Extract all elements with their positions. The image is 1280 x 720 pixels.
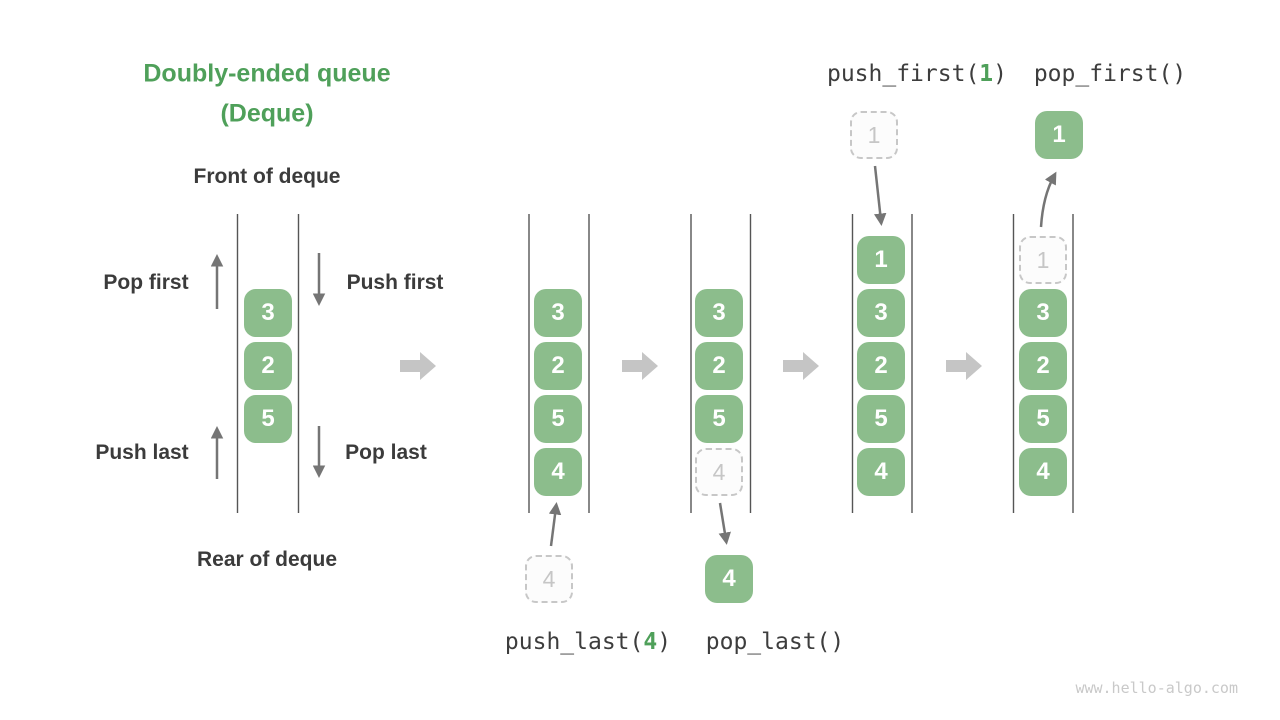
deque-item: 4 [1019, 448, 1067, 496]
deque-item: 2 [244, 342, 292, 390]
pop-last-remove-arrow-icon [718, 502, 731, 545]
deque-item: 5 [1019, 395, 1067, 443]
pop-first-label: Pop first [103, 271, 189, 294]
deque-item-ghost-incoming: 4 [525, 555, 573, 603]
push-first-code-label: push_first(1) [827, 61, 1007, 87]
deque-item: 3 [1019, 289, 1067, 337]
deque-item: 3 [534, 289, 582, 337]
deque-item: 3 [695, 289, 743, 337]
deque-item: 2 [695, 342, 743, 390]
code-prefix: push_first( [826, 61, 980, 87]
code-arg: 1 [979, 61, 994, 87]
code-prefix: pop_first( [1033, 61, 1173, 87]
deque-item-ghost-incoming: 1 [850, 111, 898, 159]
diagram-title-line2: (Deque) [220, 99, 314, 128]
step-arrow-icon [622, 352, 658, 380]
code-prefix: pop_last( [705, 629, 831, 655]
deque-item-ghost-removed: 1 [1019, 236, 1067, 284]
diagram-title-line1: Doubly-ended queue [143, 59, 391, 88]
code-suffix: ) [657, 629, 672, 655]
code-suffix: ) [1172, 61, 1187, 87]
pop-first-remove-arrow-icon [1039, 171, 1057, 228]
push-last-insert-arrow-icon [548, 502, 562, 547]
deque-item: 5 [695, 395, 743, 443]
deque-item: 5 [857, 395, 905, 443]
deque-item-ghost-removed: 4 [695, 448, 743, 496]
deque-item-outgoing: 1 [1035, 111, 1083, 159]
deque-item: 2 [1019, 342, 1067, 390]
deque-item: 4 [534, 448, 582, 496]
pop-first-code-label: pop_first() [1034, 61, 1186, 87]
pop-last-code-label: pop_last() [706, 629, 844, 655]
code-suffix: ) [993, 61, 1008, 87]
step-arrow-icon [946, 352, 982, 380]
deque-item: 2 [857, 342, 905, 390]
deque-item: 5 [244, 395, 292, 443]
code-suffix: ) [830, 629, 845, 655]
rear-of-deque-label: Rear of deque [196, 548, 338, 571]
push-last-code-label: push_last(4) [505, 629, 671, 655]
deque-item: 5 [534, 395, 582, 443]
deque-item: 3 [244, 289, 292, 337]
deque-item: 2 [534, 342, 582, 390]
deque-item: 4 [857, 448, 905, 496]
front-of-deque-label: Front of deque [193, 165, 341, 188]
code-arg: 4 [643, 629, 658, 655]
deque-item: 1 [857, 236, 905, 284]
push-first-label: Push first [346, 271, 444, 294]
pop-last-label: Pop last [345, 441, 427, 464]
deque-item: 3 [857, 289, 905, 337]
deque-walls [236, 214, 1074, 513]
code-prefix: push_last( [504, 629, 644, 655]
watermark: www.hello-algo.com [1075, 679, 1238, 697]
step-arrow-icon [783, 352, 819, 380]
push-first-insert-arrow-icon [873, 165, 887, 226]
deque-item-outgoing: 4 [705, 555, 753, 603]
push-last-label: Push last [95, 441, 189, 464]
step-arrow-icon [400, 352, 436, 380]
